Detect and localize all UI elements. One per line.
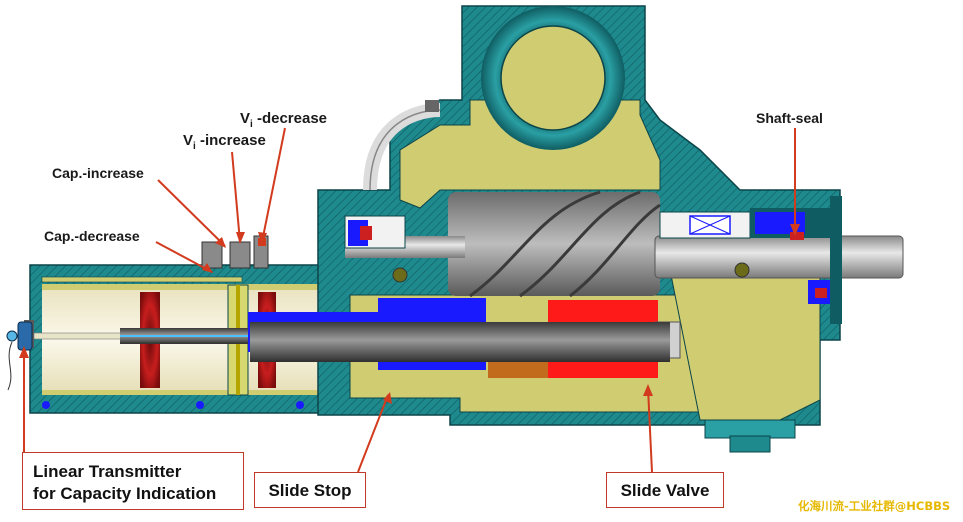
leader-vi-decrease (261, 127, 286, 243)
suction-port-ring (481, 6, 625, 150)
label-vi-decrease-sub: i (250, 119, 253, 130)
label-vi-increase-sub: i (193, 141, 196, 152)
leader-lines (23, 127, 796, 473)
label-vi-increase: Vi -increase (183, 133, 266, 152)
leader-vi-increase (231, 151, 241, 243)
screw-rotor (448, 190, 661, 298)
label-linear-transmitter-line2: for Capacity Indication (33, 484, 217, 503)
label-vi-decrease: Vi -decrease (240, 111, 327, 130)
casing-bolts (42, 262, 750, 409)
leader-slide-valve (647, 387, 653, 473)
leader-slide-stop (357, 394, 389, 473)
inlet-bearing (344, 215, 406, 249)
label-linear-transmitter: Linear Transmitter for Capacity Indicati… (22, 452, 244, 510)
label-vi-increase-main: V (183, 132, 194, 149)
leader-arrowheads (19, 224, 800, 404)
label-cap-increase: Cap.-increase (52, 165, 144, 181)
hydraulic-ports (201, 235, 269, 269)
slide-rod (250, 322, 670, 362)
bypass-pipe (363, 100, 441, 191)
discharge-outlet (704, 419, 796, 453)
label-slide-valve: Slide Valve (606, 472, 724, 508)
label-linear-transmitter-line1: Linear Transmitter (33, 462, 182, 481)
label-slide-stop: Slide Stop (254, 472, 366, 508)
label-shaft-seal: Shaft-seal (756, 110, 823, 126)
label-vi-decrease-main: V (240, 110, 251, 127)
label-vi-decrease-rest: -decrease (252, 110, 328, 127)
watermark-text: 化海川流-工业社群@HCBBS (798, 499, 951, 513)
label-vi-increase-rest: -increase (195, 132, 266, 149)
leader-cap-increase (157, 179, 226, 247)
label-cap-decrease: Cap.-decrease (44, 228, 140, 244)
leader-cap-decrease (155, 241, 213, 273)
